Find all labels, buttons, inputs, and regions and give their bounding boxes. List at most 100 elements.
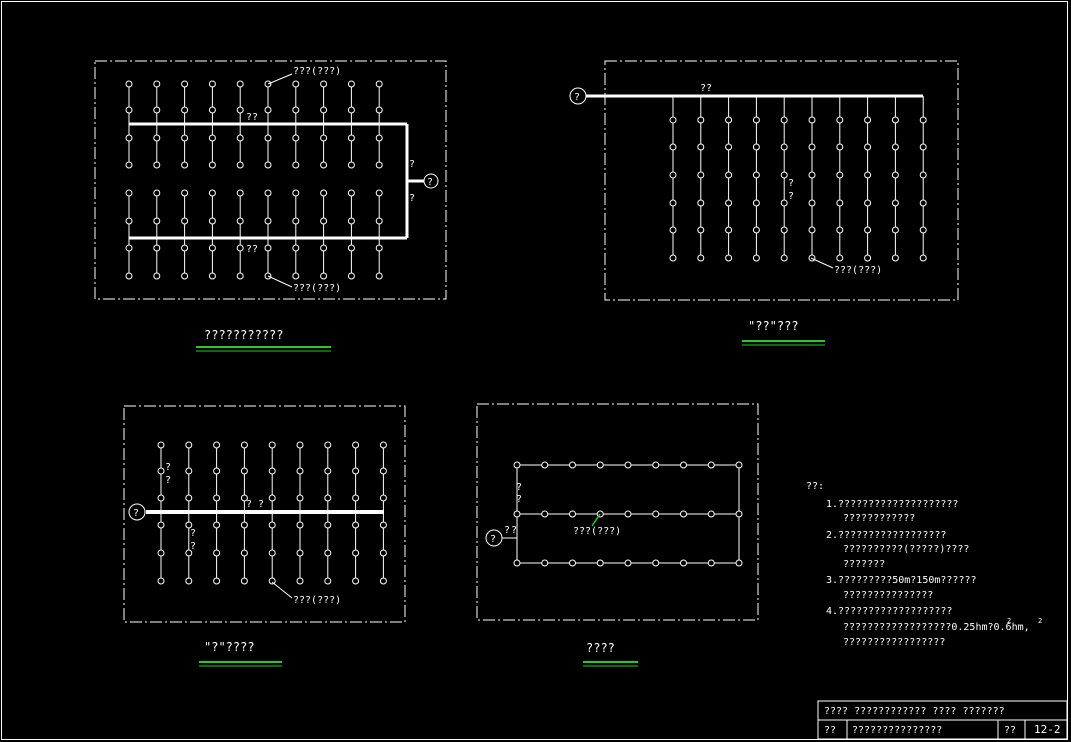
notes-line-7: ??????????????? <box>843 590 933 601</box>
diagram-4-loop-grid <box>513 461 743 567</box>
sprinkler-head <box>208 80 216 88</box>
diagram-3-laterals <box>157 441 387 585</box>
sprinkler-head <box>652 461 660 469</box>
sprinkler-head <box>236 106 244 114</box>
sprinkler-head <box>891 226 899 234</box>
sprinkler-head <box>153 244 161 252</box>
sprinkler-head <box>752 199 760 207</box>
sprinkler-head <box>596 461 604 469</box>
sprinkler-head <box>375 106 383 114</box>
sprinkler-head <box>725 116 733 124</box>
sprinkler-head <box>236 134 244 142</box>
diagram-3-callout-leader <box>271 581 293 599</box>
sprinkler-head <box>240 521 248 529</box>
sprinkler-head <box>268 577 276 585</box>
sprinkler-head <box>379 494 387 502</box>
sprinkler-head <box>596 559 604 567</box>
notes-line-9: ??????????????????0.25hm?0.6hm, <box>843 622 1030 633</box>
sprinkler-head <box>347 272 355 280</box>
sprinkler-head <box>864 226 872 234</box>
sprinkler-head <box>808 171 816 179</box>
sprinkler-head <box>208 217 216 225</box>
sprinkler-head <box>352 494 360 502</box>
diagram-3-label-a1: ? <box>165 462 171 473</box>
diagram-1-field-boundary <box>94 60 447 300</box>
sprinkler-head <box>752 143 760 151</box>
diagram-4-vertical-label-2: ? <box>516 494 522 505</box>
sprinkler-head <box>836 143 844 151</box>
sprinkler-head <box>185 549 193 557</box>
sprinkler-head <box>292 272 300 280</box>
sprinkler-head <box>240 441 248 449</box>
title-block-code: ?? <box>1004 725 1016 736</box>
sprinkler-head <box>347 80 355 88</box>
diagram-4-callout: ???(???) <box>573 526 621 537</box>
diagram-4-left-label-2: ? <box>511 525 517 536</box>
sprinkler-head <box>236 80 244 88</box>
sprinkler-head <box>292 134 300 142</box>
sprinkler-head <box>264 106 272 114</box>
sprinkler-head <box>236 272 244 280</box>
sprinkler-head <box>324 441 332 449</box>
diagram-2-callout-leader <box>810 257 834 269</box>
diagram-2-field-boundary <box>604 60 959 301</box>
sprinkler-head <box>320 161 328 169</box>
sprinkler-head <box>153 217 161 225</box>
sprinkler-head <box>864 199 872 207</box>
sprinkler-head <box>697 116 705 124</box>
sprinkler-head <box>292 217 300 225</box>
sprinkler-head <box>324 467 332 475</box>
sprinkler-head <box>264 189 272 197</box>
sprinkler-head <box>541 461 549 469</box>
diagram-2-water-source <box>569 87 587 105</box>
sprinkler-head <box>725 143 733 151</box>
sprinkler-head <box>919 226 927 234</box>
sprinkler-head <box>292 80 300 88</box>
sprinkler-head <box>375 217 383 225</box>
diagram-2-mid-label-2: ? <box>788 191 794 202</box>
diagram-1-callout-bottom: ???(???) <box>293 283 341 294</box>
sprinkler-head <box>735 510 743 518</box>
sprinkler-head <box>213 467 221 475</box>
sprinkler-head <box>125 161 133 169</box>
sprinkler-head <box>836 116 844 124</box>
sprinkler-head <box>669 116 677 124</box>
sprinkler-head <box>707 510 715 518</box>
sprinkler-head <box>836 171 844 179</box>
sprinkler-head <box>236 189 244 197</box>
sprinkler-head <box>752 254 760 262</box>
sprinkler-head <box>320 134 328 142</box>
diagram-4: ? ? ? ? ? ???(???) ???? <box>476 403 759 667</box>
diagram-3-water-source <box>128 503 146 521</box>
notes-line-8: 4.??????????????????? <box>826 606 952 617</box>
sprinkler-head <box>157 467 165 475</box>
diagram-3-title: "?"???? <box>204 640 255 654</box>
notes-line-10: ????????????????? <box>843 637 945 648</box>
sprinkler-head <box>780 143 788 151</box>
diagram-4-water-source <box>485 529 503 547</box>
sprinkler-head <box>347 161 355 169</box>
diagram-3-label-b1: ? <box>190 528 196 539</box>
sprinkler-head <box>125 244 133 252</box>
sprinkler-head <box>185 494 193 502</box>
sprinkler-head <box>752 171 760 179</box>
sprinkler-head <box>264 244 272 252</box>
sprinkler-head <box>240 577 248 585</box>
sprinkler-head <box>181 80 189 88</box>
sprinkler-head <box>296 494 304 502</box>
sprinkler-head <box>541 510 549 518</box>
sprinkler-head <box>919 143 927 151</box>
sprinkler-head <box>236 161 244 169</box>
sprinkler-head <box>375 189 383 197</box>
diagram-4-source-label: ? <box>490 534 496 545</box>
sprinkler-head <box>864 143 872 151</box>
sprinkler-head <box>236 217 244 225</box>
notes-line-1: 1.???????????????????? <box>826 499 958 510</box>
sprinkler-head <box>669 199 677 207</box>
sprinkler-head <box>153 134 161 142</box>
sprinkler-head <box>680 461 687 469</box>
sprinkler-head <box>181 272 189 280</box>
sprinkler-head <box>375 244 383 252</box>
sprinkler-head <box>836 254 844 262</box>
sprinkler-head <box>268 521 276 529</box>
